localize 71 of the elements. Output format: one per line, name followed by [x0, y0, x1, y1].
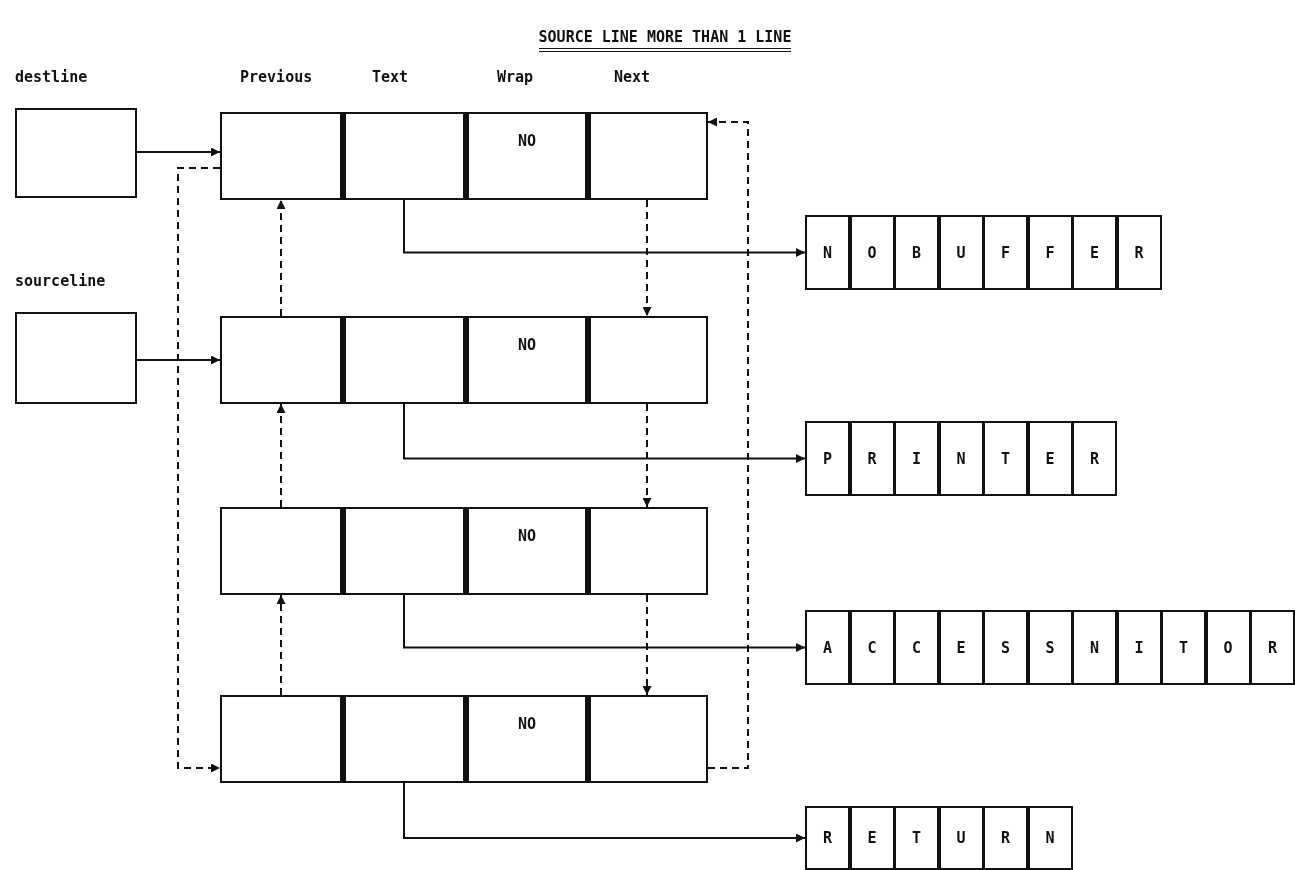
- character-cell: O: [849, 215, 895, 290]
- character-cell: R: [983, 806, 1028, 870]
- character-cell: N: [1072, 610, 1117, 685]
- character-cell: O: [1205, 610, 1251, 685]
- character-cell: N: [805, 215, 850, 290]
- character-cell: E: [938, 610, 984, 685]
- arrow: [136, 147, 221, 157]
- variable-name: destline: [15, 68, 88, 86]
- character-cell: B: [894, 215, 939, 290]
- character-cell: S: [983, 610, 1028, 685]
- diagram-title: SOURCE LINE MORE THAN 1 LINE: [538, 28, 792, 52]
- character-cell: R: [1072, 421, 1117, 496]
- record-field-box: [342, 507, 465, 595]
- character-cell: E: [1072, 215, 1117, 290]
- record-field-box: [587, 112, 708, 200]
- character-cell: I: [894, 421, 939, 496]
- arrow: [403, 199, 806, 257]
- character-cell: C: [894, 610, 939, 685]
- record-field-box: [587, 507, 708, 595]
- arrow: [642, 403, 652, 508]
- arrow: [276, 199, 286, 317]
- record-field-box: [220, 316, 342, 404]
- character-cell: R: [1250, 610, 1295, 685]
- character-cell: C: [849, 610, 895, 685]
- character-cell: I: [1116, 610, 1162, 685]
- character-cell: A: [805, 610, 850, 685]
- column-heading: Previous: [240, 68, 313, 86]
- arrow: [136, 355, 221, 365]
- arrow: [642, 199, 652, 317]
- character-cell: F: [1027, 215, 1073, 290]
- record-field-box: NO: [465, 695, 587, 783]
- record-field-box: NO: [465, 112, 587, 200]
- record-field-box: [342, 316, 465, 404]
- record-field-box: NO: [465, 507, 587, 595]
- pointer-box: [15, 312, 137, 404]
- character-cell: T: [1161, 610, 1206, 685]
- variable-name: sourceline: [15, 272, 106, 290]
- record-field-box: [220, 695, 342, 783]
- character-cell: N: [938, 421, 984, 496]
- character-cell: T: [894, 806, 939, 870]
- character-cell: S: [1027, 610, 1073, 685]
- arrow: [707, 117, 749, 769]
- arrow: [642, 594, 652, 696]
- record-field-box: [220, 507, 342, 595]
- character-cell: E: [849, 806, 895, 870]
- character-cell: R: [1116, 215, 1162, 290]
- arrow: [403, 782, 806, 843]
- arrow: [177, 167, 221, 773]
- arrow: [276, 403, 286, 508]
- character-cell: T: [983, 421, 1028, 496]
- column-heading: Next: [614, 68, 651, 86]
- record-field-box: [342, 695, 465, 783]
- arrow: [403, 594, 806, 652]
- character-cell: P: [805, 421, 850, 496]
- arrow: [276, 594, 286, 696]
- character-cell: E: [1027, 421, 1073, 496]
- record-field-box: [587, 695, 708, 783]
- pointer-box: [15, 108, 137, 198]
- character-cell: R: [805, 806, 850, 870]
- character-cell: U: [938, 215, 984, 290]
- record-field-box: NO: [465, 316, 587, 404]
- character-cell: U: [938, 806, 984, 870]
- arrow: [403, 403, 806, 463]
- column-heading: Wrap: [497, 68, 534, 86]
- character-cell: R: [849, 421, 895, 496]
- record-field-box: [342, 112, 465, 200]
- character-cell: F: [983, 215, 1028, 290]
- record-field-box: [220, 112, 342, 200]
- column-heading: Text: [372, 68, 409, 86]
- record-field-box: [587, 316, 708, 404]
- character-cell: N: [1027, 806, 1073, 870]
